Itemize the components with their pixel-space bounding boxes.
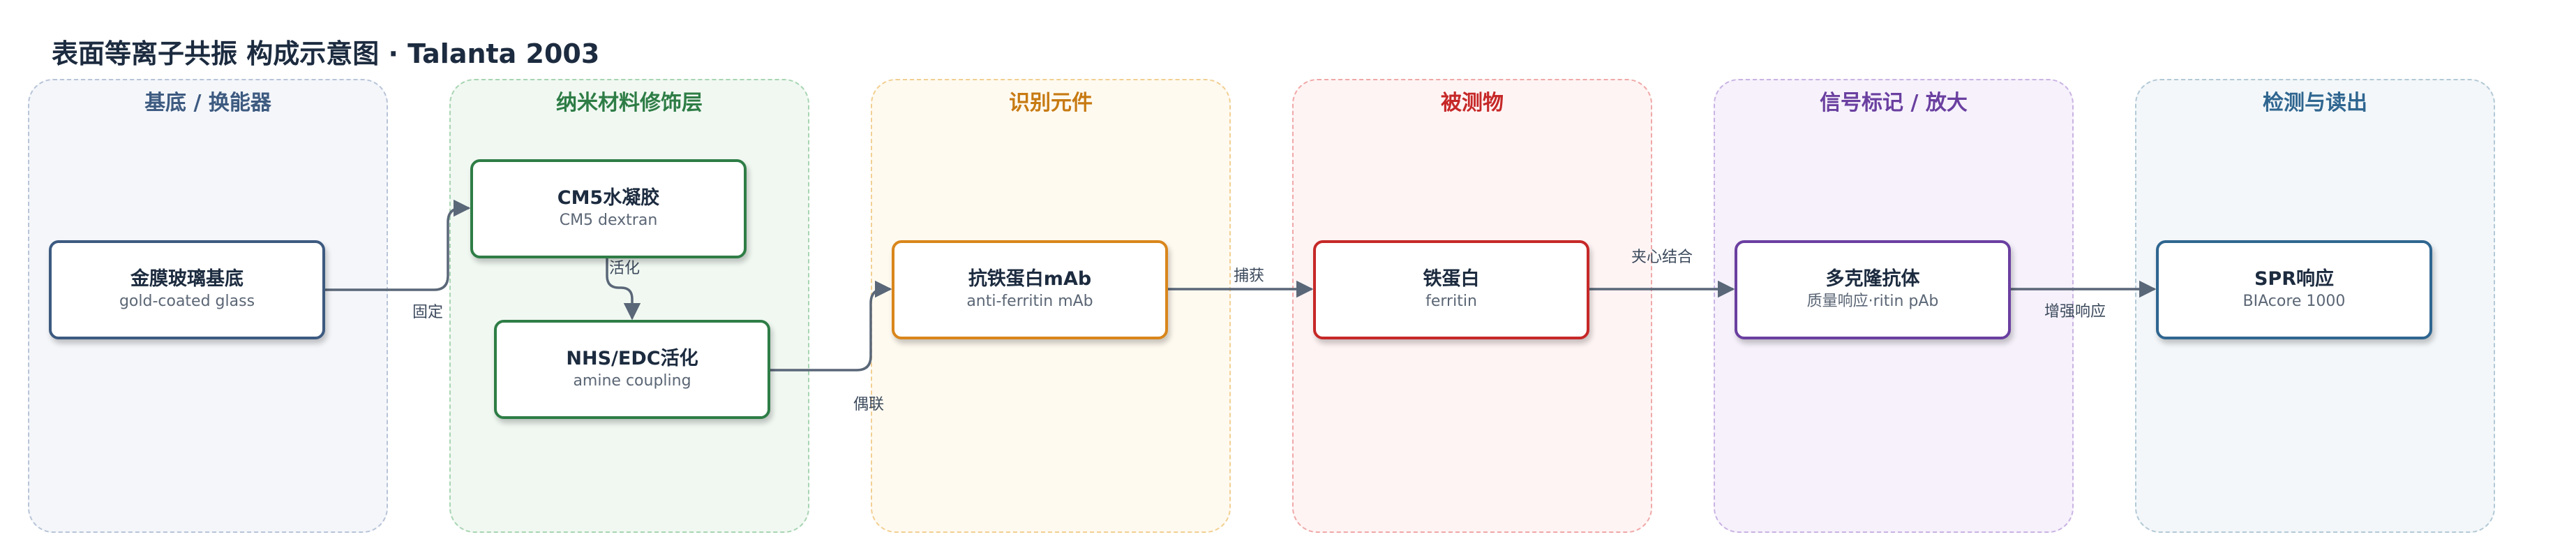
- node-title: NHS/EDC活化: [566, 348, 698, 369]
- node-title: 多克隆抗体: [1825, 268, 1920, 290]
- node-title: 抗铁蛋白mAb: [968, 268, 1092, 290]
- edge-activate: [606, 257, 641, 321]
- lane-title-substrate: 基底 / 换能器: [144, 91, 271, 115]
- node-subtitle: ferritin: [1425, 293, 1477, 310]
- node-cm5-dextran[interactable]: CM5水凝胶 CM5 dextran: [470, 159, 747, 258]
- node-title: 铁蛋白: [1423, 268, 1480, 290]
- node-polyclonal-antibody[interactable]: 多克隆抗体 质量响应·ritin pAb: [1735, 240, 2011, 339]
- node-subtitle: CM5 dextran: [559, 212, 658, 229]
- edge-label-enhance: 增强响应: [2044, 303, 2106, 321]
- edge-label-sandwich: 夹心结合: [1631, 249, 1693, 266]
- lane-title-analyte: 被测物: [1441, 91, 1504, 115]
- lane-title-recognition: 识别元件: [1009, 91, 1093, 115]
- node-title: CM5水凝胶: [557, 187, 660, 209]
- lane-title-detection: 检测与读出: [2263, 91, 2367, 115]
- edge-fix: [325, 199, 471, 291]
- node-title: 金膜玻璃基底: [130, 268, 244, 290]
- node-subtitle: 质量响应·ritin pAb: [1806, 293, 1939, 310]
- node-ferritin[interactable]: 铁蛋白 ferritin: [1313, 240, 1589, 339]
- node-subtitle: BIAcore 1000: [2242, 293, 2346, 310]
- node-subtitle: anti-ferritin mAb: [966, 293, 1093, 310]
- edge-couple: [770, 280, 892, 372]
- lane-title-signal: 信号标记 / 放大: [1820, 91, 1968, 115]
- lane-title-nanomaterial: 纳米材料修饰层: [556, 91, 703, 115]
- edge-label-capture: 捕获: [1233, 267, 1265, 285]
- edge-label-fix: 固定: [412, 304, 444, 321]
- node-title: SPR响应: [2254, 268, 2335, 290]
- node-subtitle: gold-coated glass: [119, 293, 255, 310]
- node-spr-response[interactable]: SPR响应 BIAcore 1000: [2156, 240, 2432, 339]
- node-gold-glass[interactable]: 金膜玻璃基底 gold-coated glass: [49, 240, 325, 339]
- node-anti-ferritin-mab[interactable]: 抗铁蛋白mAb anti-ferritin mAb: [892, 240, 1168, 339]
- edge-label-couple: 偶联: [853, 396, 885, 413]
- edge-label-activate: 活化: [608, 260, 641, 277]
- node-subtitle: amine coupling: [573, 372, 691, 390]
- node-nhs-edc[interactable]: NHS/EDC活化 amine coupling: [494, 320, 770, 419]
- page-title: 表面等离子共振 构成示意图 · Talanta 2003: [52, 38, 600, 69]
